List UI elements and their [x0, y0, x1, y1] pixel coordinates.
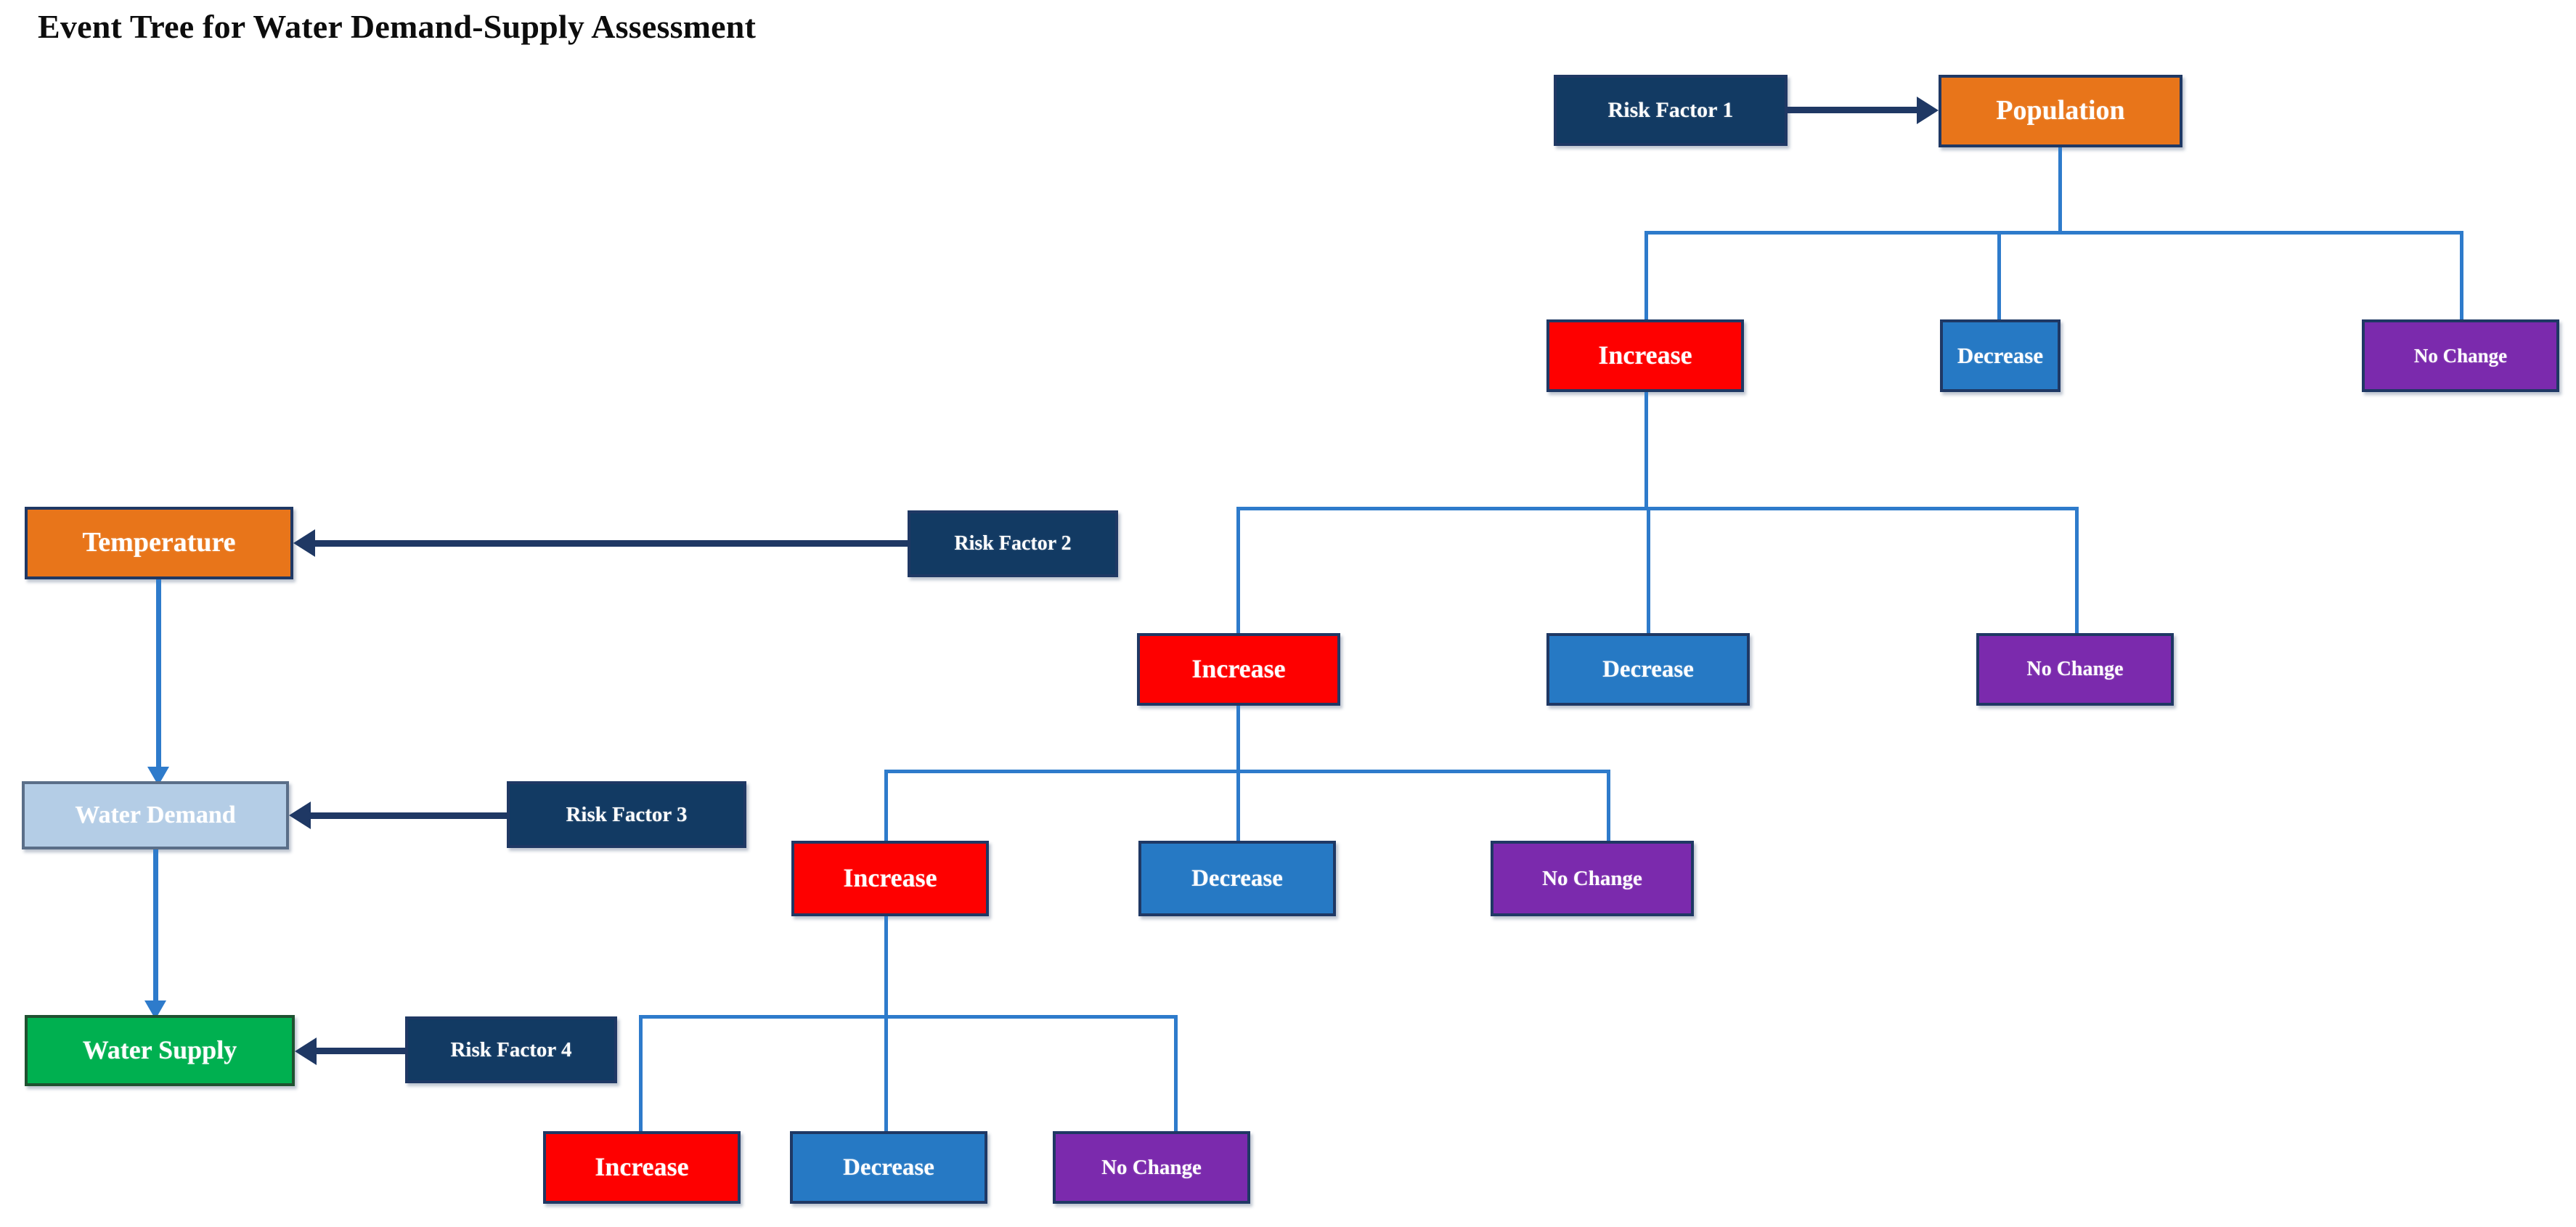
connector-level4-to-increase — [639, 1015, 643, 1133]
connector-level1-to-nochange — [2460, 231, 2463, 321]
risk-factor-2-node[interactable]: Risk Factor 2 — [908, 510, 1118, 577]
connector-level4-bus — [639, 1015, 1178, 1019]
connector-level4-to-nochange — [1174, 1015, 1178, 1133]
level4-increase-node[interactable]: Increase — [543, 1131, 741, 1204]
arrow-waterdemand-to-watersupply-shaft — [153, 849, 158, 1008]
level3-increase-node[interactable]: Increase — [791, 841, 989, 916]
connector-level3-to-decrease — [1236, 770, 1240, 884]
connector-level1-to-increase — [1644, 231, 1648, 321]
risk-factor-1-node[interactable]: Risk Factor 1 — [1554, 75, 1788, 146]
level1-nochange-node[interactable]: No Change — [2362, 319, 2559, 392]
water-supply-node[interactable]: Water Supply — [25, 1015, 295, 1086]
connector-level3-to-increase — [884, 770, 888, 841]
arrow-risk4-to-watersupply-shaft — [317, 1048, 405, 1054]
level1-increase-node[interactable]: Increase — [1546, 319, 1744, 392]
connector-level1-to-decrease — [1997, 231, 2001, 321]
level2-decrease-node[interactable]: Decrease — [1546, 633, 1750, 706]
arrow-risk4-to-watersupply-head — [295, 1038, 317, 1065]
arrow-risk2-to-temperature-head — [293, 529, 315, 557]
connector-level1-bus — [1644, 231, 2463, 235]
connector-level4-to-decrease — [884, 1015, 888, 1133]
connector-level2increase-drop — [1236, 706, 1240, 807]
connector-population-drop — [2058, 147, 2062, 232]
arrow-temperature-to-waterdemand-shaft — [156, 579, 161, 774]
level4-nochange-node[interactable]: No Change — [1053, 1131, 1250, 1204]
connector-level2-to-increase — [1236, 507, 1240, 635]
connector-level3-to-nochange — [1607, 770, 1610, 841]
water-demand-node[interactable]: Water Demand — [22, 781, 289, 849]
level4-decrease-node[interactable]: Decrease — [790, 1131, 987, 1204]
arrow-risk1-to-population-head — [1917, 97, 1939, 124]
arrow-risk2-to-temperature-shaft — [315, 540, 908, 547]
population-node[interactable]: Population — [1939, 75, 2182, 147]
level3-decrease-node[interactable]: Decrease — [1138, 841, 1336, 916]
level2-increase-node[interactable]: Increase — [1137, 633, 1340, 706]
connector-level3-bus — [884, 770, 1610, 773]
risk-factor-3-node[interactable]: Risk Factor 3 — [507, 781, 746, 848]
connector-level3increase-drop — [884, 916, 888, 1018]
page-title: Event Tree for Water Demand-Supply Asses… — [38, 8, 757, 45]
level1-decrease-node[interactable]: Decrease — [1940, 319, 2061, 392]
arrow-risk3-to-waterdemand-shaft — [311, 812, 507, 819]
risk-factor-4-node[interactable]: Risk Factor 4 — [405, 1016, 617, 1083]
arrow-risk3-to-waterdemand-head — [289, 802, 311, 829]
connector-level1increase-drop — [1644, 392, 1648, 508]
temperature-node[interactable]: Temperature — [25, 507, 293, 579]
connector-level2-to-nochange — [2075, 507, 2079, 635]
level2-nochange-node[interactable]: No Change — [1976, 633, 2174, 706]
connector-level2-to-decrease — [1647, 507, 1650, 635]
level3-nochange-node[interactable]: No Change — [1491, 841, 1694, 916]
arrow-risk1-to-population-shaft — [1788, 107, 1918, 113]
connector-level2-bus — [1236, 507, 2079, 510]
